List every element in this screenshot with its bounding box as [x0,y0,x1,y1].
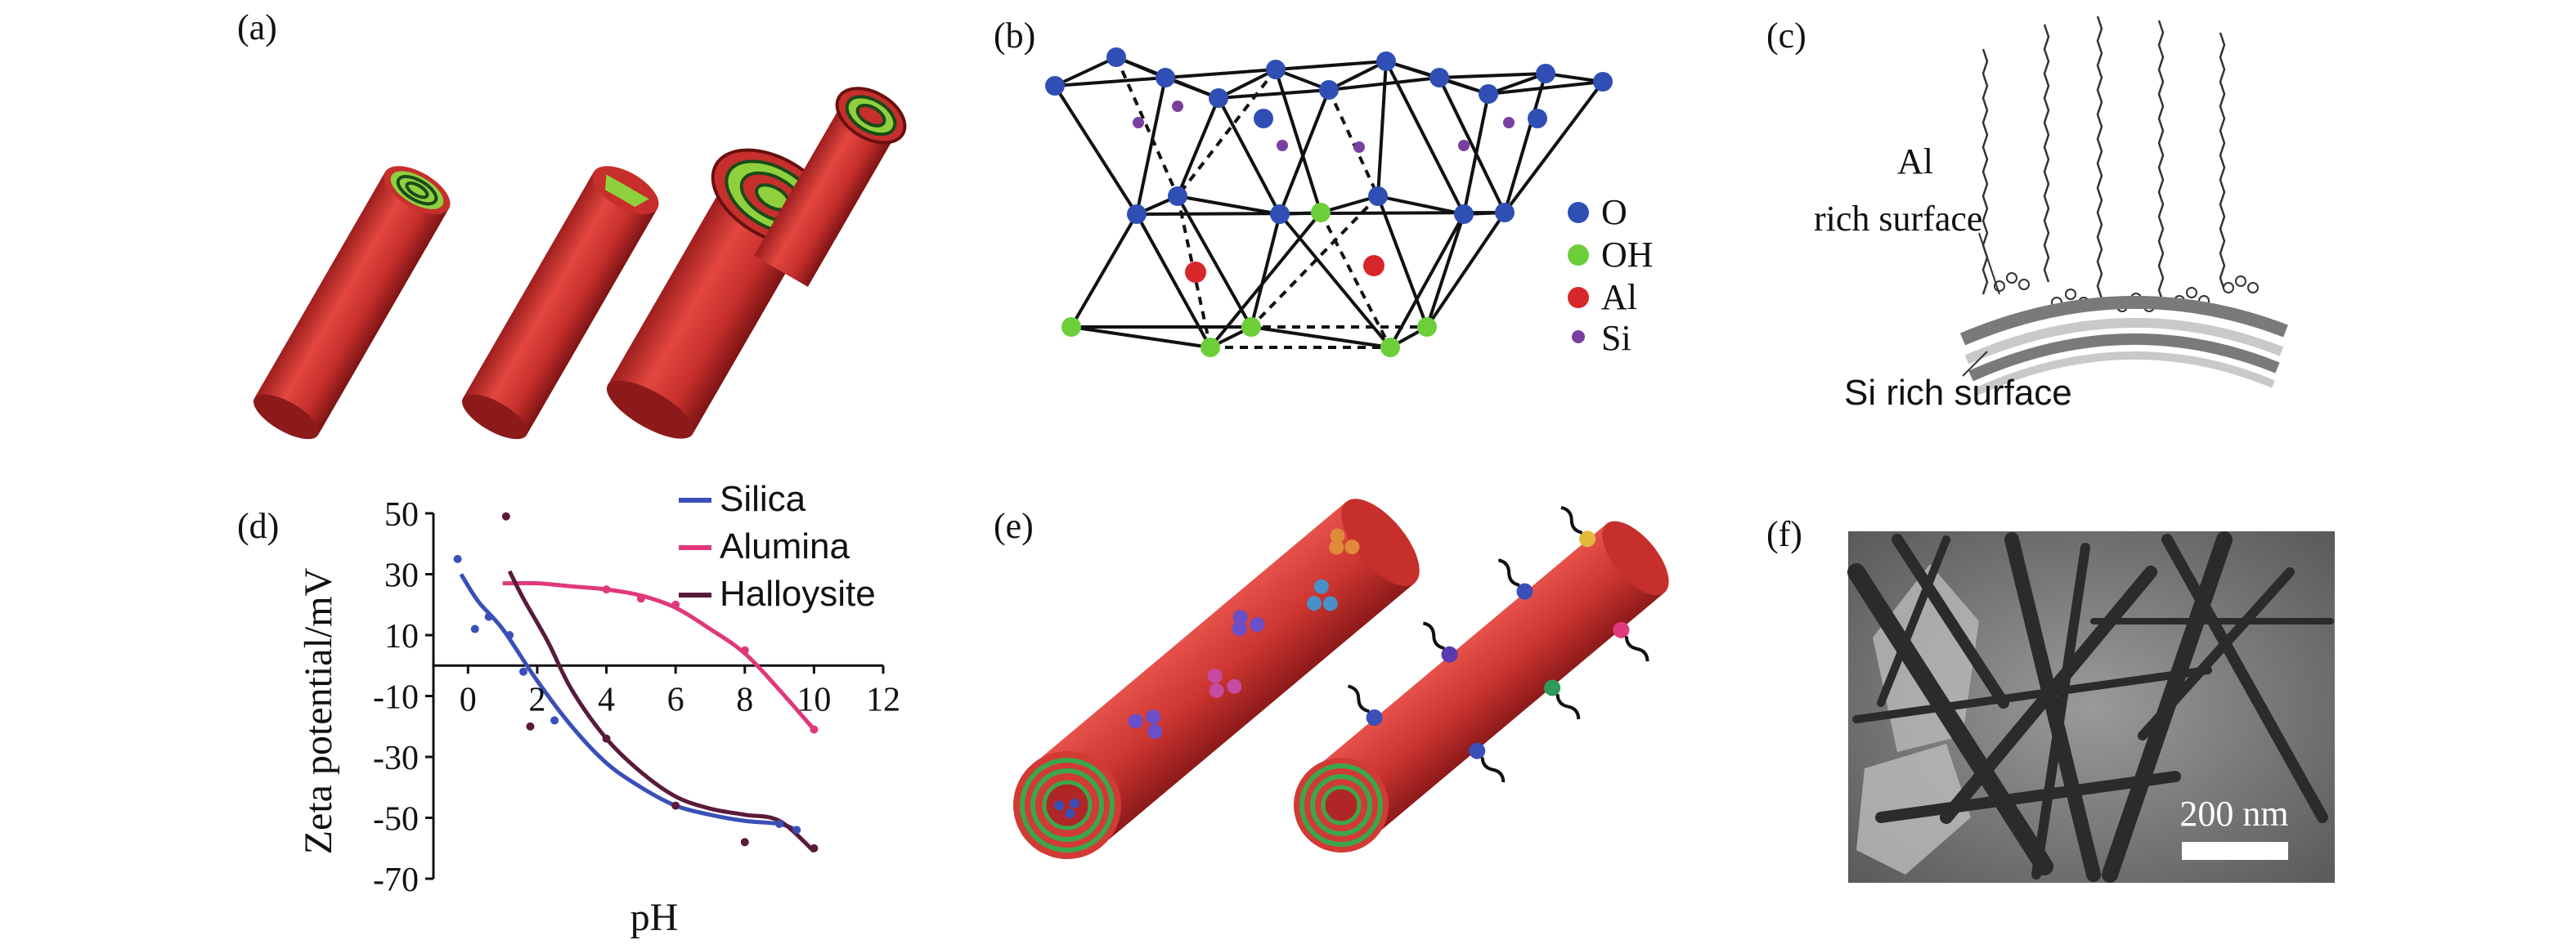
legend-b: O OH Al Si [1568,192,1654,358]
chart-y-label: Zeta potential/mV [297,567,340,854]
al-rich-label-line1: Al [1897,141,1933,181]
series-line-halloysite [507,570,816,853]
al-rich-label-line2: rich surface [1814,199,1982,239]
panel-b: O OH Al Si [1045,47,1654,358]
x-tick-label: 4 [598,681,615,718]
panel-label-b: (b) [994,16,1035,56]
scale-bar-label: 200 nm [2179,794,2288,834]
legend-label-o: O [1601,192,1627,232]
legend-swatch-oh [1568,244,1589,266]
legend-label-si: Si [1601,318,1631,358]
chart-axes [425,512,885,880]
data-point-silica [775,819,784,828]
legend-label-al: Al [1601,277,1637,317]
si-rich-label: Si rich surface [1844,373,2072,413]
tube-a1 [254,166,451,440]
y-tick-label: -50 [373,801,419,839]
data-point-silica [519,667,527,676]
data-point-silica [453,554,462,563]
data-point-halloysite [810,844,819,853]
tube-a4 [754,87,907,287]
x-tick-label: 2 [528,681,545,718]
scale-bar [2182,842,2288,860]
y-tick-label: -30 [373,740,419,777]
legend-label-alumina: Alumina [720,526,850,566]
chart-x-label: pH [631,896,679,939]
panel-d-chart: 50 30 10 -10 -30 -50 -70 0 2 4 6 8 10 12 pH Zeta pote… [297,479,900,939]
panel-f-tem-image: 200 nm [1847,531,2335,883]
series-line-alumina [502,580,816,732]
panel-e [1013,499,1669,859]
al-leader-line [1978,232,2000,295]
data-point-silica [792,826,801,835]
structure-atoms [1045,47,1613,357]
y-tick-label: 10 [384,618,419,656]
x-tick-label: 0 [460,681,477,718]
legend-label-oh: OH [1601,235,1654,275]
x-tick-label: 8 [736,681,753,718]
legend-label-silica: Silica [720,479,806,519]
data-point-halloysite [740,838,749,847]
panel-label-e: (e) [994,506,1034,546]
panel-label-c: (c) [1766,16,1806,56]
x-tick-label: 10 [797,681,831,718]
legend-swatch-al [1568,287,1589,308]
data-point-halloysite [501,512,510,521]
chart-legend: Silica Alumina Halloysite [679,479,876,614]
y-tick-label: 50 [384,496,419,534]
tube-e1 [1013,499,1420,859]
curved-layers [1959,295,2288,396]
x-tick-label: 6 [667,681,684,718]
data-point-halloysite [602,734,611,743]
tube-e2 [1294,506,1669,853]
data-point-alumina [740,646,749,655]
panel-label-a: (a) [237,7,277,47]
data-point-alumina [810,725,819,734]
y-tick-label: -70 [373,862,419,899]
data-point-halloysite [526,722,535,731]
data-point-silica [484,612,493,621]
data-point-alumina [671,600,680,609]
y-tick-label: 30 [384,557,419,595]
panel-label-f: (f) [1766,514,1802,554]
data-point-silica [550,716,559,725]
legend-swatch-o [1568,202,1589,223]
alkyl-chains [1981,16,2226,303]
chart-points [453,512,819,853]
panel-label-d: (d) [237,506,279,546]
series-line-silica [459,573,798,832]
tube-a2 [462,166,659,440]
panel-c: Al rich surface Si rich surface [1814,16,2288,413]
panel-a [254,87,907,440]
si-leader-line [1962,351,1988,377]
x-tick-label: 12 [866,681,900,718]
data-point-silica [505,631,514,639]
y-tick-label: -10 [373,679,419,717]
legend-label-halloysite: Halloysite [720,574,876,614]
legend-swatch-si [1572,330,1585,343]
chart-tick-labels: 50 30 10 -10 -30 -50 -70 0 2 4 6 8 10 12 [373,496,900,899]
data-point-alumina [602,585,611,594]
data-point-silica [470,624,479,633]
data-point-halloysite [671,801,680,810]
chart-series [459,570,816,853]
data-point-alumina [636,594,645,603]
